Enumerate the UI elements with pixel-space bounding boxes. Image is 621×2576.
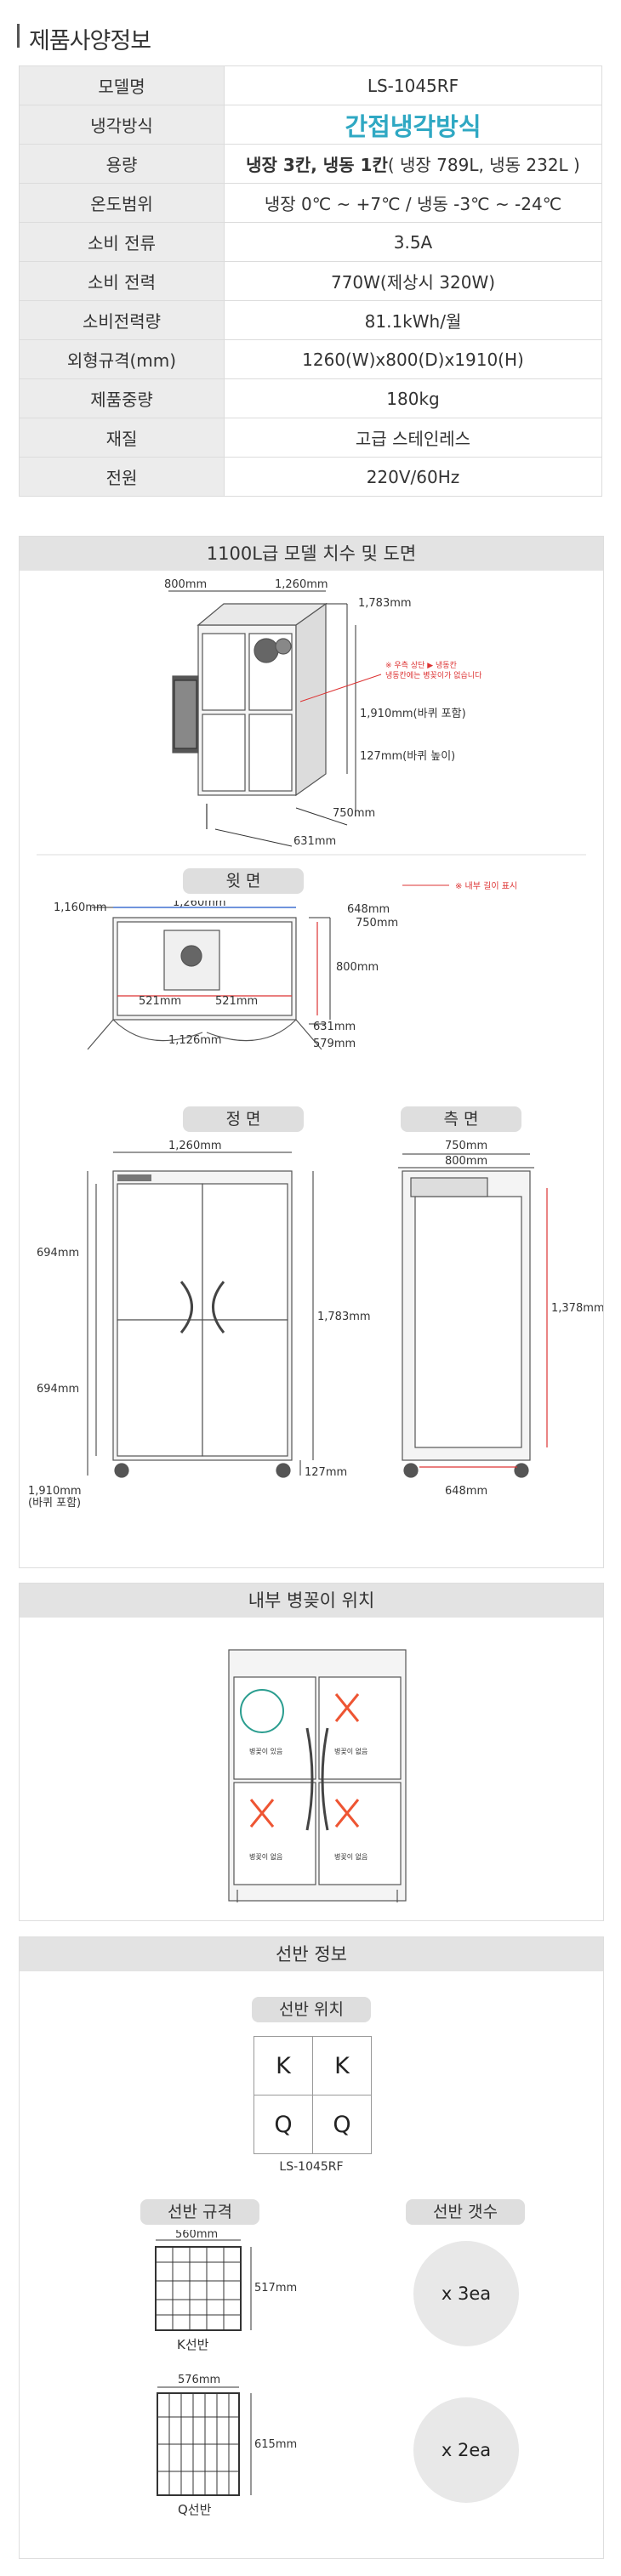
bottle-drawing: 병꽂이 있음 병꽂이 없음 병꽂이 없음 병꽂이 없음 xyxy=(228,1649,407,1902)
iso-depth750-label: 750mm xyxy=(333,807,375,820)
side-depth750-label: 750mm xyxy=(445,1140,487,1152)
top-width1160-label: 1,160mm xyxy=(54,901,107,914)
top-view-label: 윗 면 xyxy=(183,868,304,894)
top-door521a-label: 521mm xyxy=(139,995,181,1008)
side-depth800-label: 800mm xyxy=(445,1155,487,1168)
iso-width-label: 1,260mm xyxy=(275,578,328,591)
iso-body-height-label: 1,783mm xyxy=(358,597,412,610)
top-depth750-label: 750mm xyxy=(356,917,398,930)
top-door521b-label: 521mm xyxy=(215,995,258,1008)
front-total-height-note: (바퀴 포함) xyxy=(28,1497,81,1510)
section-header: 제품사양정보 xyxy=(17,15,604,54)
top-view-drawing: 1,160mm 1,260mm 648mm 750mm 800mm 521mm … xyxy=(54,901,398,1050)
dimensions-panel: 1100L급 모델 치수 및 도면 800mm 1,2 xyxy=(19,536,604,1568)
shelf-grid-cell: Q xyxy=(254,2095,313,2154)
bottle-cell-4: 병꽂이 없음 xyxy=(334,1852,367,1861)
front-wheel-label: 127mm xyxy=(305,1466,347,1479)
side-view-label: 측 면 xyxy=(401,1106,521,1132)
shelf-model-label: LS-1045RF xyxy=(279,2160,344,2174)
k-shelf-name: K선반 xyxy=(177,2337,209,2352)
front-door-upper-label: 694mm xyxy=(37,1247,79,1260)
shelf-spec-label: 선반 규격 xyxy=(140,2199,259,2225)
iso-total-height-label: 1,910mm(바퀴 포함) xyxy=(360,708,466,720)
q-shelf-count: x 2ea xyxy=(413,2397,519,2503)
top-depth800-label: 800mm xyxy=(336,961,379,974)
bottle-panel: 내부 병꽂이 위치 병꽂이 있음 병꽂이 없음 병꽂이 없음 병꽂이 없음 xyxy=(19,1583,604,1921)
header-bar xyxy=(17,24,20,48)
side-depth648-label: 648mm xyxy=(445,1485,487,1498)
k-shelf-depth: 517mm xyxy=(254,2282,297,2295)
cooling-type-value: 간접냉각방식 xyxy=(224,105,602,145)
capacity-detail: ( 냉장 789L, 냉동 232L ) xyxy=(387,155,580,175)
top-depth579-label: 579mm xyxy=(313,1038,356,1050)
q-shelf-name: Q선반 xyxy=(178,2502,212,2517)
shelf-title: 선반 정보 xyxy=(20,1937,603,1971)
side-height1378-label: 1,378mm xyxy=(551,1302,603,1315)
q-shelf-depth: 615mm xyxy=(254,2438,297,2451)
front-body-height-label: 1,783mm xyxy=(317,1311,371,1323)
k-shelf-width: 560mm xyxy=(175,2230,218,2241)
iso-wheel-height-label: 127mm(바퀴 높이) xyxy=(360,750,455,763)
bottle-cell-3: 병꽂이 없음 xyxy=(249,1852,282,1861)
bottle-cell-2: 병꽂이 없음 xyxy=(334,1747,367,1755)
bottle-cell-1: 병꽂이 있음 xyxy=(249,1747,282,1755)
bottle-title: 내부 병꽂이 위치 xyxy=(20,1584,603,1618)
top-width1126-label: 1,126mm xyxy=(168,1034,222,1047)
front-width-label: 1,260mm xyxy=(168,1140,222,1152)
iso-note-line1: ※ 우측 상단 ▶ 냉동칸 xyxy=(385,661,457,670)
top-depth631-label: 631mm xyxy=(313,1021,356,1033)
front-total-height-label: 1,910mm xyxy=(28,1485,82,1498)
svg-text:※ 내부 길이 표시: ※ 내부 길이 표시 xyxy=(455,880,517,891)
shelf-count-label: 선반 갯수 xyxy=(406,2199,525,2225)
top-width1260-label: 1,260mm xyxy=(173,901,226,909)
top-depth648-label: 648mm xyxy=(347,903,390,916)
top-view-legend: ※ 내부 길이 표시 xyxy=(402,880,517,891)
iso-note-line2: 냉동칸에는 병꽂이가 없습니다 xyxy=(385,671,482,680)
q-shelf-width: 576mm xyxy=(178,2374,220,2386)
page-title: 제품사양정보 xyxy=(29,28,151,54)
table-row: 외형규격(mm)1260(W)x800(D)x1910(H) xyxy=(19,339,602,379)
shelf-spec-drawing: 560mm 517mm K선반 576mm 615mm Q선반 xyxy=(155,2230,297,2517)
front-door-lower-label: 694mm xyxy=(37,1383,79,1396)
isometric-drawing: 800mm 1,260mm 1,783mm ※ 우측 상단 ▶ 냉동칸 냉동칸에… xyxy=(37,578,586,856)
shelf-grid-cell: K xyxy=(254,2036,313,2095)
iso-depth-label: 800mm xyxy=(164,578,207,591)
shelf-grid-cell: K xyxy=(312,2036,372,2095)
k-shelf-count: x 3ea xyxy=(413,2241,519,2346)
iso-depth631-label: 631mm xyxy=(293,835,336,848)
shelf-grid-cell: Q xyxy=(312,2095,372,2154)
front-side-drawing: 1,260mm 694mm 694mm 1,783mm 1,910mm (바퀴 … xyxy=(28,1140,603,1510)
dimensions-title: 1100L급 모델 치수 및 도면 xyxy=(20,537,603,571)
shelf-position-label: 선반 위치 xyxy=(252,1997,371,2022)
front-view-label: 정 면 xyxy=(183,1106,304,1132)
bottle-present-marker xyxy=(240,1689,284,1733)
capacity-bold: 냉장 3칸, 냉동 1칸 xyxy=(246,155,388,175)
